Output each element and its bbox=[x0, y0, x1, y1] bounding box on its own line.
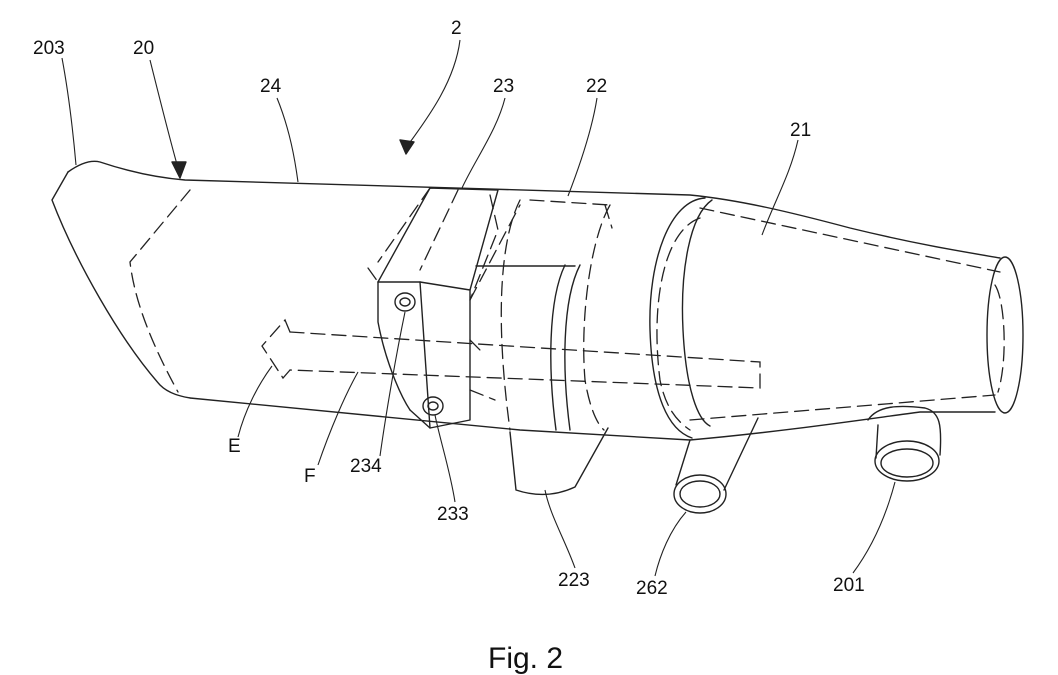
reference-labels: 203 20 24 2 23 22 21 234 233 E F 223 262… bbox=[33, 18, 865, 599]
outlet-223 bbox=[510, 428, 608, 494]
arrowhead-20 bbox=[172, 162, 186, 178]
label-24: 24 bbox=[260, 76, 282, 97]
label-E: E bbox=[228, 436, 241, 457]
label-234: 234 bbox=[350, 456, 382, 477]
label-201: 201 bbox=[833, 575, 865, 596]
ring-21 bbox=[650, 198, 712, 438]
housing-outline bbox=[52, 161, 1023, 440]
label-22: 22 bbox=[586, 76, 607, 97]
label-23: 23 bbox=[493, 76, 514, 97]
block-23 bbox=[368, 188, 520, 428]
label-21: 21 bbox=[790, 120, 811, 141]
outlet-262 bbox=[674, 418, 758, 513]
label-20: 20 bbox=[133, 38, 154, 59]
port-234 bbox=[395, 293, 415, 311]
label-223: 223 bbox=[558, 570, 590, 591]
arrowhead-2 bbox=[400, 140, 414, 154]
label-262: 262 bbox=[636, 578, 668, 599]
label-2: 2 bbox=[451, 18, 462, 39]
figure-caption: Fig. 2 bbox=[488, 642, 563, 675]
label-233: 233 bbox=[437, 504, 469, 525]
label-F: F bbox=[304, 466, 316, 487]
label-203: 203 bbox=[33, 38, 65, 59]
port-233 bbox=[423, 397, 443, 415]
leader-lines bbox=[62, 40, 895, 576]
